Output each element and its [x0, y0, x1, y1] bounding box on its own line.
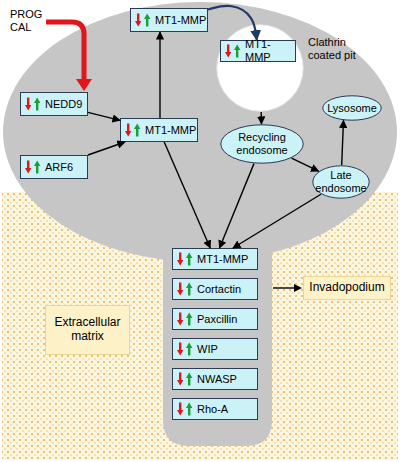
- organelle-ellipse: Late endosome: [312, 165, 370, 199]
- structure-box: Extracellular matrix: [45, 305, 130, 355]
- arrow-icon-use: [177, 343, 192, 356]
- protrusion: [163, 228, 272, 446]
- connector-arrow: [159, 32, 160, 118]
- down-up-arrow-icon: [135, 13, 151, 27]
- drug-arrow: [46, 22, 84, 80]
- node-text: Lysosome: [327, 102, 377, 115]
- down-up-arrow-icon: [177, 282, 193, 296]
- down-up-arrow-icon: [177, 342, 193, 356]
- connector-arrow: [164, 142, 210, 248]
- connector-arrow: [292, 158, 319, 171]
- node-text: Late endosome: [315, 169, 366, 194]
- protein-box: Cortactin: [172, 278, 258, 300]
- outline-shape: [221, 125, 303, 163]
- arrow-icon-use: [177, 313, 192, 326]
- cell-body: [3, 2, 397, 262]
- node-text: NWASP: [197, 373, 237, 386]
- protein-box: NEDD9: [20, 92, 88, 116]
- outline-shape: [313, 166, 369, 198]
- down-up-arrow-icon: [225, 44, 241, 58]
- down-up-arrow-icon: [177, 402, 193, 416]
- clathrin-pit: Clathrin coated pitMT1-MMP: [216, 24, 304, 112]
- node-text: Rho-A: [197, 403, 228, 416]
- connector-arrow: [233, 194, 321, 248]
- node-text: Cortactin: [197, 283, 241, 296]
- structure-box: Invadopodium: [303, 276, 391, 300]
- node-text: NEDD9: [45, 98, 82, 111]
- invadopodium-arrow-head: [294, 284, 302, 292]
- connector-arrow: [219, 164, 253, 248]
- node-text: Paxcillin: [197, 313, 237, 326]
- matrix-area: [2, 192, 398, 460]
- outline-shape: [217, 25, 303, 111]
- drug-label: PROG CAL: [10, 8, 48, 34]
- connector-arrow: [342, 120, 344, 165]
- arrow-icon-use: [125, 124, 140, 137]
- down-up-arrow-icon: [125, 123, 141, 137]
- connector-arrow: [88, 112, 120, 120]
- arrow-icon-use: [177, 253, 192, 266]
- protein-box: MT1-MMP: [220, 40, 296, 62]
- arrow-icon-use: [225, 45, 240, 58]
- node-text: Clathrin coated pit: [308, 36, 370, 61]
- down-up-arrow-icon: [177, 312, 193, 326]
- invadopodium-arrow: [273, 287, 295, 288]
- node-text: Extracellular matrix: [50, 316, 125, 344]
- organelle-ellipse: Recycling endosome: [220, 124, 304, 164]
- node-text: Recycling endosome: [229, 131, 295, 156]
- protein-box: Rho-A: [172, 398, 258, 420]
- arrow-icon-use: [25, 98, 40, 111]
- node-text: WIP: [197, 343, 218, 356]
- pit-circle: [216, 24, 304, 112]
- node-text: MT1-MMP: [245, 38, 295, 63]
- down-up-arrow-icon: [25, 97, 41, 111]
- protein-box: WIP: [172, 338, 258, 360]
- connector-arrow: [260, 112, 262, 124]
- protein-box: ARF6: [20, 155, 88, 179]
- down-up-arrow-icon: [177, 252, 193, 266]
- arrow-icon-use: [135, 14, 150, 27]
- node-text: MT1-MMP: [145, 124, 196, 137]
- node-text: MT1-MMP: [155, 14, 206, 27]
- down-up-arrow-icon: [177, 372, 193, 386]
- down-up-arrow-icon: [25, 160, 41, 174]
- protein-box: NWASP: [172, 368, 258, 390]
- protein-box: MT1-MMP: [172, 248, 258, 270]
- drug-arrow-head: [76, 79, 92, 91]
- protein-box: MT1-MMP: [130, 8, 208, 32]
- connector-arrow: [88, 142, 125, 155]
- arrow-icon-use: [177, 373, 192, 386]
- arrow-icon-use: [177, 283, 192, 296]
- arrow-icon-use: [25, 161, 40, 174]
- protein-box: Paxcillin: [172, 308, 258, 330]
- arrow-icon-use: [177, 403, 192, 416]
- node-text: ARF6: [45, 161, 73, 174]
- node-text: MT1-MMP: [197, 253, 248, 266]
- connector-arrow: [208, 6, 257, 40]
- outline-shape: [323, 96, 381, 120]
- organelle-ellipse: Lysosome: [322, 95, 382, 121]
- node-text: Invadopodium: [309, 281, 384, 295]
- protein-box: MT1-MMP: [120, 118, 198, 142]
